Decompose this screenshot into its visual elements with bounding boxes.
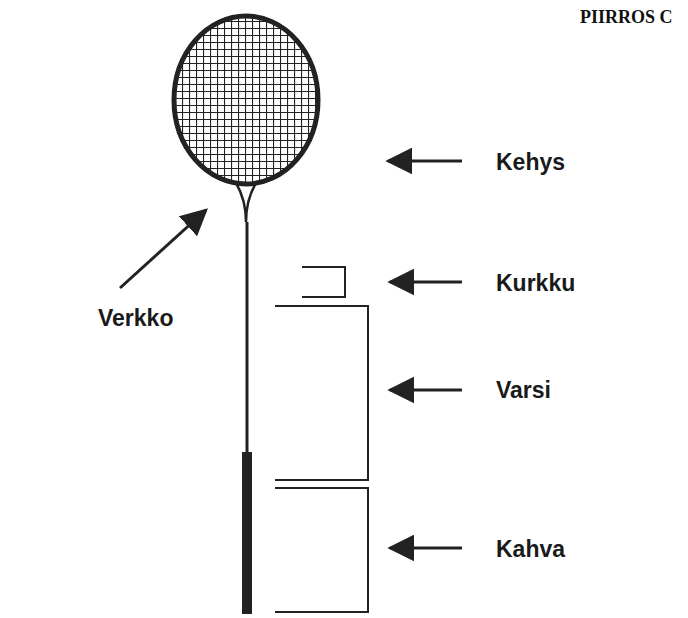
pointer-arrow bbox=[120, 210, 206, 288]
pointer-arrow bbox=[390, 547, 462, 550]
part-label: Kehys bbox=[496, 151, 565, 174]
part-label: Kahva bbox=[496, 538, 565, 561]
pointer-arrow bbox=[388, 160, 462, 163]
racket-shaft bbox=[246, 222, 249, 452]
part-label: Varsi bbox=[496, 379, 551, 402]
part-label: Kurkku bbox=[496, 272, 575, 295]
racket-head bbox=[170, 12, 325, 192]
bracket bbox=[302, 267, 345, 297]
bracket bbox=[275, 488, 368, 612]
part-label: Verkko bbox=[98, 307, 173, 330]
figure-title: PIIRROS C bbox=[580, 8, 673, 26]
racket-handle bbox=[242, 452, 252, 614]
racket-throat bbox=[236, 183, 256, 222]
bracket bbox=[275, 306, 368, 480]
pointer-arrow bbox=[390, 389, 462, 392]
pointer-arrow bbox=[390, 281, 462, 284]
